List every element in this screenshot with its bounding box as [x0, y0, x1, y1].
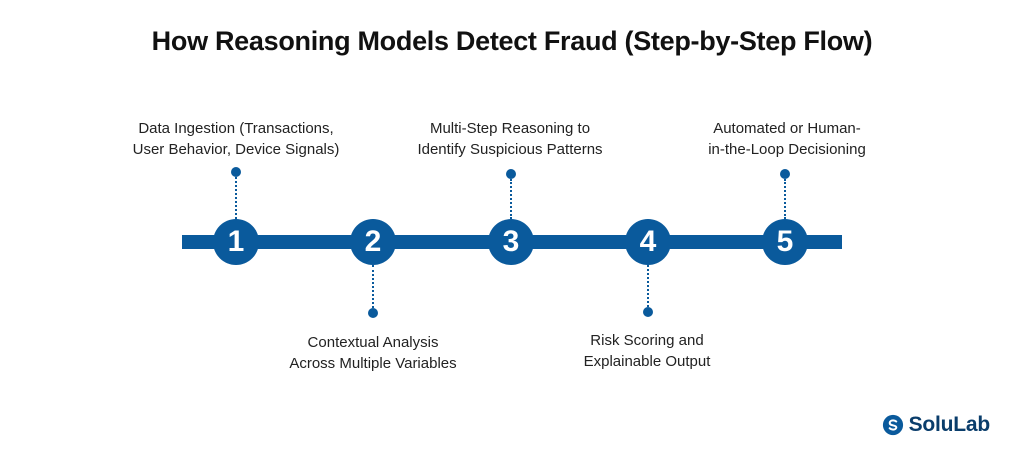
step-3-label-line-1: Multi-Step Reasoning to [429, 120, 591, 137]
step-3-dot [506, 169, 516, 179]
step-1-label: Data Ingestion (Transactions, User Behav… [106, 118, 366, 160]
step-5-connector [784, 179, 786, 219]
step-1-connector [235, 177, 237, 219]
step-3-connector [510, 179, 512, 219]
step-5-label-line-1: Automated or Human- [713, 120, 861, 137]
step-4-connector [647, 265, 649, 307]
brand-logo: SoluLab [882, 413, 990, 437]
step-4-label: Risk Scoring and Explainable Output [517, 330, 777, 372]
step-3-label-line-2: Identify Suspicious Patterns [417, 141, 603, 158]
step-1-label-line-2: User Behavior, Device Signals) [132, 141, 340, 158]
step-3-label: Multi-Step Reasoning to Identify Suspici… [380, 118, 640, 160]
diagram-title: How Reasoning Models Detect Fraud (Step-… [151, 26, 873, 56]
solulab-logo-icon [882, 414, 903, 436]
step-1-label-line-1: Data Ingestion (Transactions, [138, 120, 334, 137]
step-4-label-line-1: Risk Scoring and [590, 332, 704, 349]
step-4-dot [643, 307, 653, 317]
step-1-dot [231, 167, 241, 177]
step-2-label-line-1: Contextual Analysis [307, 334, 439, 351]
step-5-label-line-2: in-the-Loop Decisioning [708, 141, 866, 158]
step-1-circle: 1 [213, 219, 259, 265]
step-2-circle: 2 [350, 219, 396, 265]
step-3-circle: 3 [488, 219, 534, 265]
step-5-dot [780, 169, 790, 179]
step-5-circle: 5 [762, 219, 808, 265]
brand-name: SoluLab [908, 413, 991, 436]
step-2-dot [368, 308, 378, 318]
step-2-label-line-2: Across Multiple Variables [289, 355, 457, 372]
step-5-label: Automated or Human- in-the-Loop Decision… [657, 118, 917, 160]
step-4-label-line-2: Explainable Output [583, 353, 711, 370]
step-2-connector [372, 265, 374, 308]
step-2-label: Contextual Analysis Across Multiple Vari… [243, 332, 503, 374]
step-4-circle: 4 [625, 219, 671, 265]
